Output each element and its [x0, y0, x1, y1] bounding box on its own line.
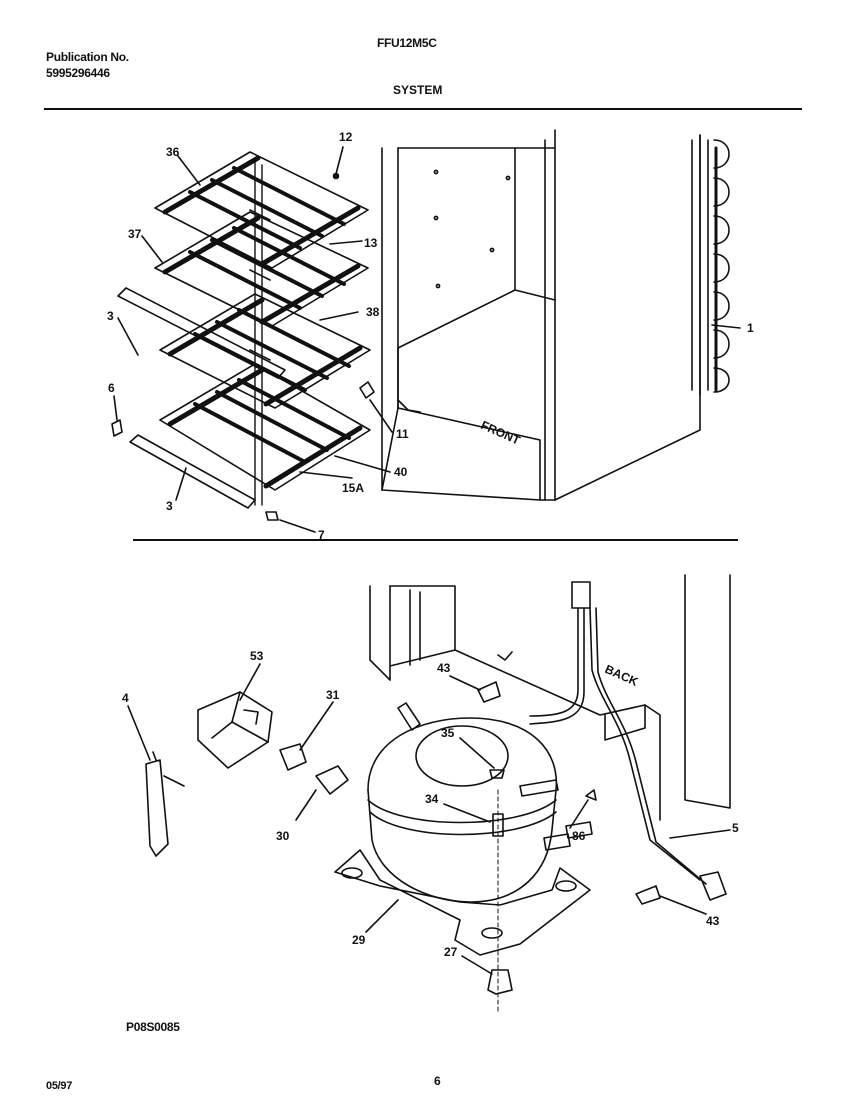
- power-cord: [529, 581, 727, 901]
- callout-29: 29: [352, 933, 366, 947]
- callout-3-upper: 3: [107, 309, 114, 323]
- shelf-rail-lower: [129, 434, 256, 509]
- callout-6: 6: [108, 381, 115, 395]
- callout-40: 40: [394, 465, 408, 479]
- cabinet-base: [369, 574, 731, 821]
- callout-30: 30: [276, 829, 290, 843]
- clip-43-lower: [635, 885, 661, 905]
- screw-35: [489, 769, 505, 779]
- clip-6: [111, 419, 123, 437]
- section-title: SYSTEM: [393, 83, 443, 97]
- callout-27: 27: [444, 945, 458, 959]
- callout-13: 13: [364, 236, 378, 250]
- callout-86: 86: [572, 829, 586, 843]
- clip-7: [265, 511, 279, 521]
- callout-36: 36: [166, 145, 180, 159]
- front-label: FRONT: [479, 418, 523, 448]
- freezer-cabinet: [381, 129, 701, 501]
- header-divider: [44, 108, 802, 110]
- model-number: FFU12M5C: [377, 36, 437, 50]
- callout-5: 5: [732, 821, 739, 835]
- callout-4: 4: [122, 691, 129, 705]
- figure-code: P08S0085: [126, 1020, 180, 1034]
- publication-number: 5995296446: [46, 66, 110, 80]
- page-number: 6: [434, 1074, 441, 1088]
- section-divider: [133, 539, 738, 541]
- clamp-86: [585, 789, 597, 801]
- callout-43-lower: 43: [706, 914, 720, 928]
- callout-31: 31: [326, 688, 340, 702]
- relay-53: [197, 691, 273, 769]
- sleeve-34: [492, 813, 504, 837]
- callout-53: 53: [250, 649, 264, 663]
- callout-37: 37: [128, 227, 142, 241]
- callout-1: 1: [747, 321, 754, 335]
- callout-11: 11: [396, 427, 409, 441]
- callout-15a: 15A: [342, 481, 364, 495]
- clip-11: [359, 381, 375, 399]
- grommet-27: [487, 969, 513, 995]
- callout-43-upper: 43: [437, 661, 451, 675]
- cover-31: [279, 743, 307, 771]
- back-label: BACK: [603, 662, 641, 689]
- callout-34: 34: [425, 792, 439, 806]
- wire-shelf-1: [154, 151, 369, 269]
- wire-shelf-2: [154, 211, 369, 327]
- callout-38: 38: [366, 305, 380, 319]
- clip-43-upper: [477, 681, 501, 703]
- wire-shelf-4: [159, 363, 371, 491]
- condenser-coil: [691, 134, 730, 396]
- footer-date: 05/97: [46, 1080, 73, 1092]
- part-30: [315, 765, 349, 795]
- callout-7: 7: [318, 528, 325, 542]
- mounting-plate: [334, 849, 591, 956]
- callout-35: 35: [441, 726, 455, 740]
- publication-label: Publication No.: [46, 50, 129, 64]
- shelf-rail-upper: [117, 287, 286, 379]
- drier-4: [145, 751, 185, 857]
- callout-12: 12: [339, 130, 353, 144]
- callout-3-lower: 3: [166, 499, 173, 513]
- wire-shelf-3: [159, 293, 371, 409]
